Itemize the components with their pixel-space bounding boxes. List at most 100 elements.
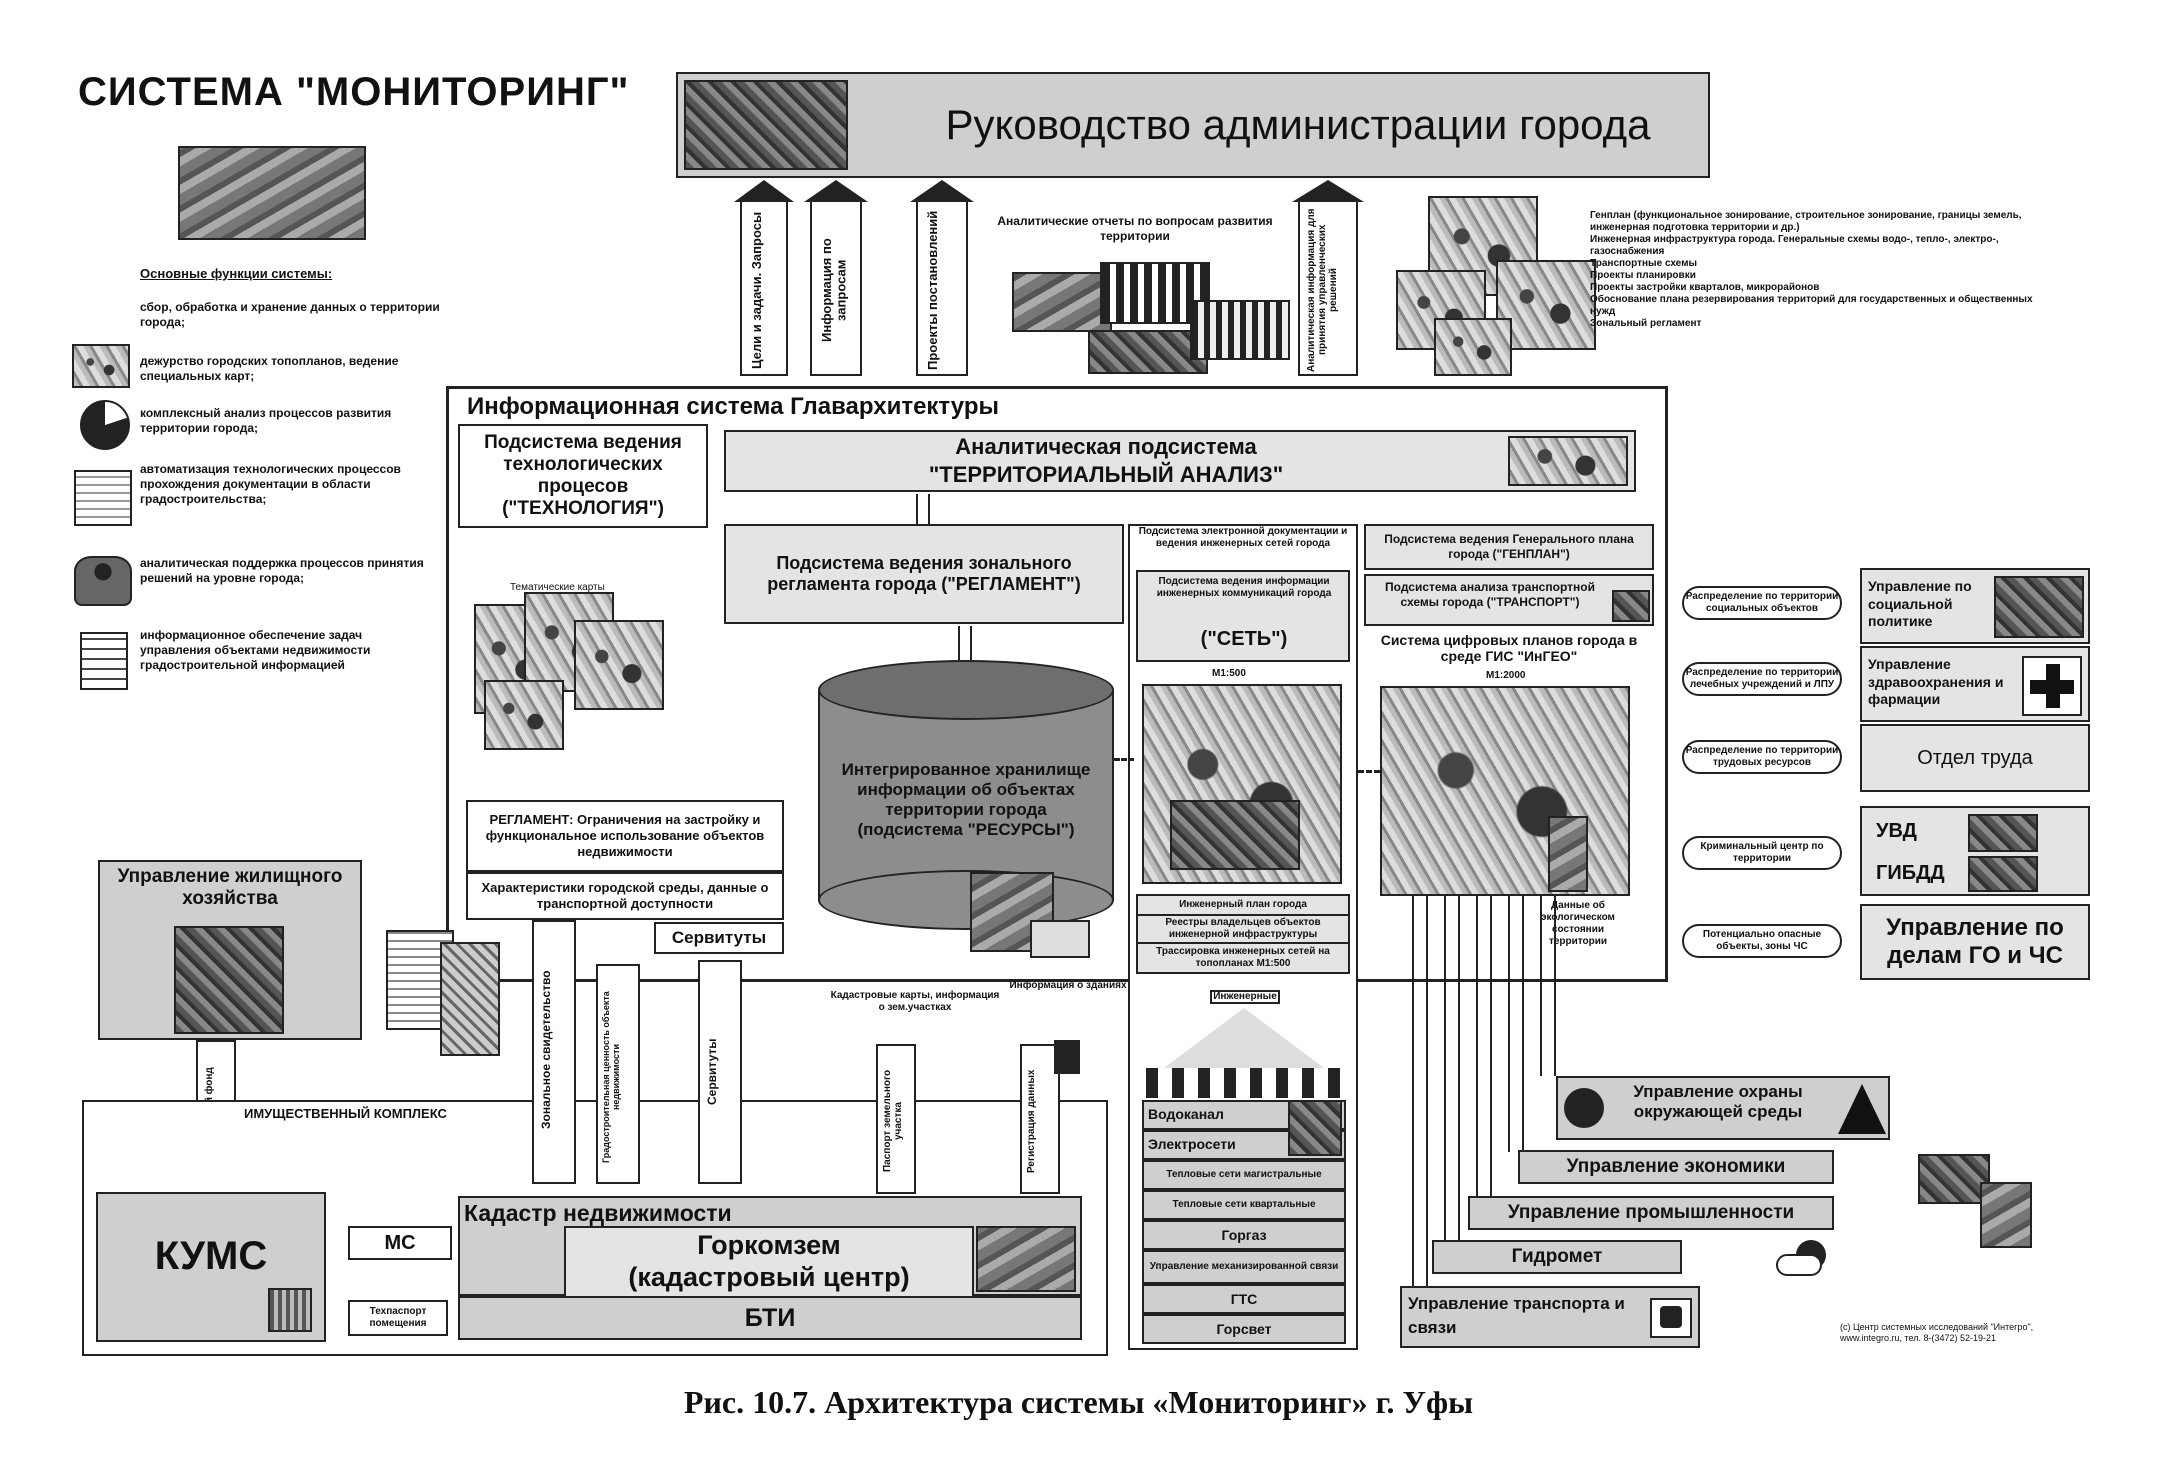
- thematic-map-3: [574, 620, 664, 710]
- housing-management: Управление жилищного хозяйства: [98, 860, 362, 1040]
- org-transport-communication: Управление транспорта и связи: [1400, 1286, 1700, 1348]
- arrow-analytic-info: Аналитическая информация для принятия уп…: [1298, 200, 1358, 376]
- utilities-label: Инженерные: [1210, 990, 1280, 1004]
- reports-label: Аналитические отчеты по вопросам развити…: [997, 214, 1273, 243]
- org-economy: Управление экономики: [1518, 1150, 1834, 1184]
- city-panorama-image: [178, 146, 366, 240]
- cadastre-photo: [976, 1226, 1076, 1292]
- genplan-list-item: Транспортные схемы: [1590, 258, 1698, 269]
- arrow-storage-up: [958, 626, 972, 660]
- utility-item: Тепловые сети магистральные: [1142, 1160, 1346, 1190]
- sun-cloud-icon: [1776, 1240, 1836, 1276]
- genplan-subsystem: Подсистема ведения Генерального плана го…: [1364, 524, 1654, 570]
- ms-arrow: МС: [348, 1226, 452, 1260]
- gis-title: Система цифровых планов города в среде Г…: [1380, 632, 1638, 664]
- genplan-list: Генплан (функциональное зонирование, стр…: [1590, 210, 2050, 330]
- urban-environment-data: Характеристики городской среды, данные о…: [466, 872, 784, 920]
- arrow-head-4: [1292, 180, 1364, 202]
- genplan-list-item: Инженерная инфраструктура города. Генера…: [1590, 234, 1999, 257]
- bti-box: БТИ: [458, 1296, 1082, 1340]
- decision-support-icon: [74, 556, 132, 606]
- topoplan-icon: [72, 344, 130, 388]
- function-item-4: аналитическая поддержка процессов принят…: [140, 556, 424, 585]
- tree-icon: [1838, 1084, 1886, 1134]
- arrow-goals-queries: Цели и задачи. Запросы: [740, 200, 788, 376]
- arrow-draft-resolutions: Проекты постановлений: [916, 200, 968, 376]
- thematic-maps-label: Тематические карты: [510, 582, 605, 593]
- arrow-urban-value: Градостроительная ценность объекта недви…: [596, 964, 640, 1184]
- social-policy-photo: [1994, 576, 2084, 638]
- utility-item: ГТС: [1142, 1284, 1346, 1314]
- set-top-label: Подсистема электронной документации и ве…: [1138, 526, 1348, 549]
- police-photo-1: [1968, 814, 2038, 852]
- org-ecology: Управление охраны окружающей среды: [1556, 1076, 1890, 1140]
- arrow-servitudes: Сервитуты: [698, 960, 742, 1184]
- technology-subsystem: Подсистема ведения технологических проце…: [458, 424, 708, 528]
- transport-subsystem: Подсистема анализа транспортной схемы го…: [1364, 574, 1654, 626]
- genplan-list-item: Проекты планировки: [1590, 270, 1696, 281]
- system-title: Информационная система Главархитектуры: [467, 393, 999, 420]
- building-info-note: Информация о зданиях: [1009, 980, 1127, 991]
- header-label: Руководство администрации города: [945, 101, 1651, 148]
- page-title: СИСТЕМА "МОНИТОРИНГ": [78, 70, 630, 114]
- set-bottom-3: Трассировка инженерных сетей на топоплан…: [1136, 942, 1350, 974]
- housing-photo: [174, 926, 284, 1034]
- set-label: ("СЕТЬ"): [1200, 628, 1288, 650]
- scale-500: М1:500: [1212, 668, 1246, 679]
- utility-item: Горсвет: [1142, 1314, 1346, 1344]
- integrated-storage-cylinder: Интегрированное хранилище информации об …: [818, 660, 1114, 930]
- gis-line-3: [1476, 896, 1492, 1198]
- org-healthcare: Управление здравоохранения и фармации: [1860, 646, 2090, 722]
- analytic-map-thumb: [1508, 436, 1628, 486]
- utilities-fan: [1164, 1008, 1324, 1068]
- arrow-head-2: [804, 180, 868, 202]
- flow-crime: Криминальный центр по территории: [1682, 836, 1842, 870]
- arrow-data-registration: Регистрация данных: [1020, 1044, 1060, 1194]
- function-item-2: комплексный анализ процессов развития те…: [140, 406, 392, 435]
- genplan-map-3: [1496, 260, 1596, 350]
- copyright: (c) Центр системных исследований "Интегр…: [1840, 1322, 2034, 1343]
- genplan-list-item: Обоснование плана резервирования террито…: [1590, 294, 2033, 317]
- eco-icon: [1564, 1088, 1604, 1128]
- industry-photo-2: [1980, 1182, 2032, 1248]
- reglament-restrictions: РЕГЛАМЕНТ: Ограничения на застройку и фу…: [466, 800, 784, 872]
- kums-box: КУМС: [96, 1192, 326, 1342]
- functions-intro: сбор, обработка и хранение данных о терр…: [140, 300, 440, 329]
- gis-city-map: [1380, 686, 1630, 896]
- storage-label: Интегрированное хранилище информации об …: [841, 760, 1091, 839]
- set-bottom-2: Реестры владельцев объектов инженерной и…: [1136, 914, 1350, 944]
- set-bottom-1: Инженерный план города: [1136, 894, 1350, 916]
- servitudes-box: Сервитуты: [654, 922, 784, 954]
- gis-eco-note: Данные об экологическом состоянии террит…: [1541, 900, 1615, 947]
- document-icon: [80, 632, 128, 690]
- org-labor: Отдел труда: [1860, 724, 2090, 792]
- arrow-storage-to-set: [1114, 758, 1134, 761]
- function-item-3: автоматизация технологических процессов …: [140, 462, 401, 506]
- org-social-policy: Управление по социальной политике: [1860, 568, 2090, 644]
- gis-line-2: [1444, 896, 1460, 1242]
- police-photo-2: [1968, 856, 2038, 892]
- arrow-land-passport: Паспорт земельного участка: [876, 1044, 916, 1194]
- flow-labor: Распределение по территории трудовых рес…: [1682, 740, 1842, 774]
- workflow-icon: [74, 470, 132, 526]
- gis-line-5: [1540, 896, 1556, 1076]
- arrow-head-3: [910, 180, 974, 202]
- report-thumb-1: [1012, 272, 1112, 332]
- figure-caption: Рис. 10.7. Архитектура системы «Монитори…: [683, 1384, 1474, 1420]
- scale-2000: М1:2000: [1486, 670, 1526, 681]
- genplan-list-item: Зональный регламент: [1590, 318, 1702, 329]
- analytic-subsystem: Аналитическая подсистема "ТЕРРИТОРИАЛЬНЫ…: [724, 430, 1636, 492]
- utility-workers-row: [1146, 1068, 1342, 1098]
- industry-photo-1: [1918, 1154, 1990, 1204]
- genplan-list-item: Проекты застройки кварталов, микрорайоно…: [1590, 282, 1820, 293]
- function-item-1: дежурство городских топопланов, ведение …: [140, 354, 399, 383]
- arrow-reglament-up: [916, 494, 930, 524]
- thematic-map-4: [484, 680, 564, 750]
- train-icon: [1650, 1298, 1692, 1338]
- report-bar-chart: [1100, 262, 1210, 324]
- set-screen-overlay: [1170, 800, 1300, 870]
- org-police: УВД ГИБДД: [1860, 806, 2090, 896]
- arrow-set-to-gis: [1358, 770, 1380, 773]
- doc-icon-small: [1054, 1040, 1080, 1074]
- analytic-line-1: Аналитическая подсистема: [955, 434, 1257, 459]
